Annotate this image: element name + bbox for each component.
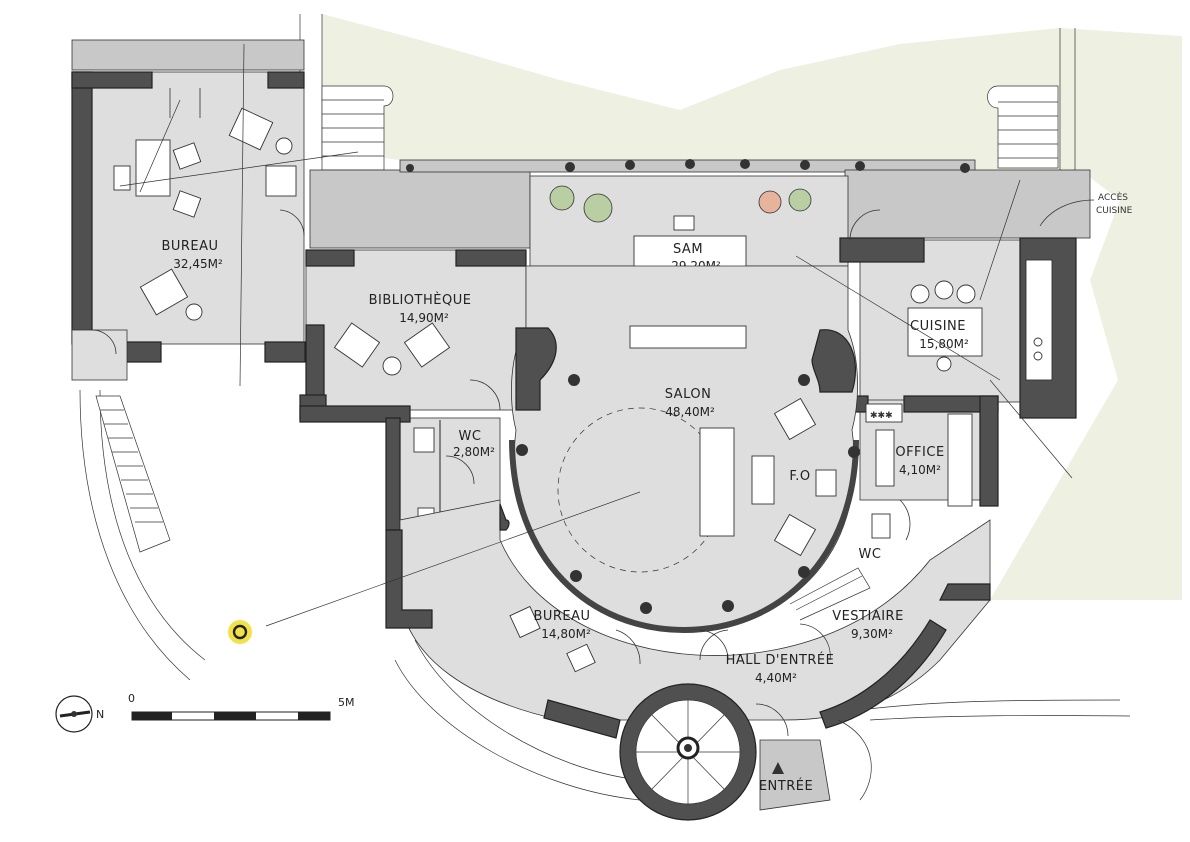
- entrance: [755, 703, 872, 811]
- scale-bar: [131, 711, 331, 721]
- vestiaire-area: 9,30M²: [851, 627, 893, 641]
- salon-label: SALON: [665, 387, 712, 402]
- acces-label-line1: ACCÈS: [1098, 191, 1128, 203]
- salon-room: [399, 265, 991, 721]
- left-staircase: [95, 395, 171, 553]
- wc-left-area: 2,80M²: [453, 445, 495, 459]
- acces-label-line2: CUISINE: [1096, 206, 1133, 216]
- vestiaire-room: [789, 567, 871, 661]
- bureau-north-area: 32,45M²: [173, 257, 223, 271]
- wc-right-label: WC: [859, 547, 882, 562]
- wc-left-label: WC: [459, 429, 482, 444]
- cuisine-room: [839, 209, 1077, 419]
- cuisine-label: CUISINE: [910, 319, 966, 334]
- sun-icon: [228, 620, 252, 644]
- cuisine-area: 15,80M²: [919, 337, 969, 351]
- wc-right-room: [871, 499, 911, 541]
- bibliotheque-label: BIBLIOTHÈQUE: [369, 292, 472, 308]
- hall-area: 4,40M²: [755, 671, 797, 685]
- stove-marks: ✱✱✱: [870, 411, 893, 421]
- bureau-north-room: [71, 39, 306, 381]
- salon-area: 48,40M²: [665, 405, 715, 419]
- hall-label: HALL D'ENTRÉE: [726, 652, 835, 668]
- bureau-north-label: BUREAU: [161, 239, 218, 254]
- entree-label: ENTRÉE: [759, 778, 813, 794]
- bibliotheque-area: 14,90M²: [399, 311, 449, 325]
- south-walls: [385, 503, 991, 739]
- top-left-staircase: [321, 85, 394, 171]
- bureau-south-label: BUREAU: [533, 609, 590, 624]
- compass-icon: [55, 695, 93, 733]
- sam-label: SAM: [673, 242, 703, 257]
- scale-end: 5M: [338, 696, 355, 709]
- office-label: OFFICE: [895, 445, 944, 460]
- vestiaire-label: VESTIAIRE: [832, 609, 904, 624]
- bureau-south-room: [509, 605, 641, 673]
- office-area: 4,10M²: [899, 463, 941, 477]
- spiral-stair-tower: [619, 683, 757, 821]
- bibliotheque-room: [299, 249, 527, 420]
- scale-start: 0: [128, 692, 135, 705]
- bureau-south-area: 14,80M²: [541, 627, 591, 641]
- top-right-staircase: [987, 85, 1059, 169]
- fo-label: F.O: [789, 469, 810, 484]
- hall-room: [699, 629, 729, 661]
- compass-letter: N: [96, 708, 104, 721]
- terraces: [309, 159, 1091, 249]
- office-room: [847, 395, 999, 507]
- view-arrows: [119, 43, 1073, 627]
